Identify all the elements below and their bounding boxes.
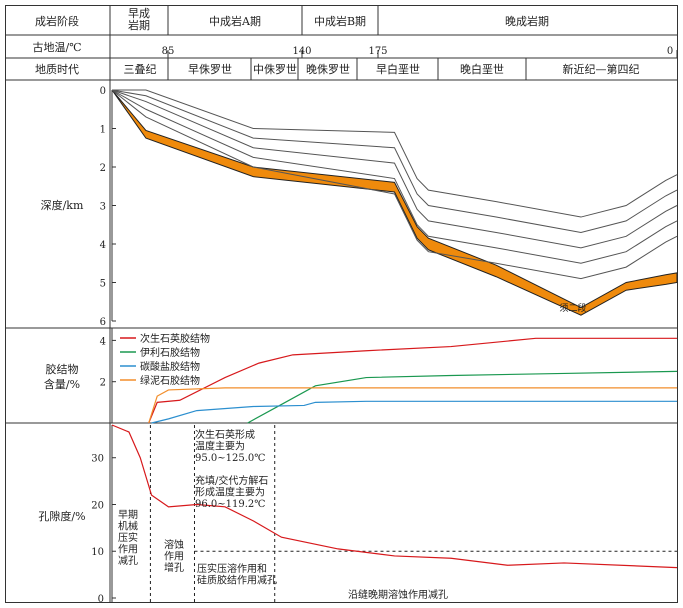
row-label-period: 地质时代 xyxy=(35,63,79,76)
target-layer-band xyxy=(111,89,678,316)
temp-85: 85 xyxy=(162,46,175,57)
stage-middle-a: 中成岩A期 xyxy=(209,14,261,28)
cement-series-line xyxy=(247,370,678,424)
legend-label: 伊利石胶结物 xyxy=(140,346,200,359)
depth-axis-label: 深度/km xyxy=(41,198,84,212)
cement-series-line xyxy=(151,400,677,424)
burial-horizon-line xyxy=(111,89,678,249)
burial-horizon-line xyxy=(111,89,678,280)
depth-tick-label: 3 xyxy=(100,202,106,213)
period-late-cretaceous: 晚白垩世 xyxy=(460,62,504,76)
porosity-line xyxy=(111,424,678,569)
porosity-axis-label: 孔隙度/% xyxy=(38,509,85,523)
burial-history-plot: 0 1 2 3 4 5 6 须二段 xyxy=(100,86,678,328)
period-middle-jurassic: 中侏罗世 xyxy=(253,63,297,76)
legend-label: 次生石英胶结物 xyxy=(140,332,210,345)
depth-tick-label: 6 xyxy=(100,317,106,328)
cement-tick-label: 4 xyxy=(100,336,106,347)
depth-tick-label: 2 xyxy=(100,163,106,174)
legend-label: 绿泥石胶结物 xyxy=(140,374,200,387)
porosity-annotation: 沿缝晚期溶蚀作用减孔 xyxy=(348,588,448,601)
period-early-jurassic: 早侏罗世 xyxy=(188,63,232,76)
period-late-jurassic: 晚侏罗世 xyxy=(306,63,350,76)
temp-0: 0 xyxy=(667,46,673,57)
depth-tick-label: 0 xyxy=(100,86,106,97)
porosity-tick-label: 10 xyxy=(91,547,104,558)
porosity-tick-label: 20 xyxy=(91,500,104,511)
depth-tick-label: 5 xyxy=(100,279,106,290)
stage-middle-b: 中成岩B期 xyxy=(314,14,366,28)
burial-horizon-line xyxy=(111,89,678,264)
row-label-temperature: 古地温/℃ xyxy=(32,41,81,54)
outer-frame xyxy=(5,5,678,603)
period-early-cretaceous: 早白垩世 xyxy=(376,62,420,76)
porosity-annotation: 溶蚀作用增孔 xyxy=(164,538,184,574)
burial-horizon-line xyxy=(111,89,678,233)
temp-140: 140 xyxy=(292,46,311,57)
cement-series-line xyxy=(148,387,677,424)
porosity-annotation: 压实压溶作用和硅质胶结作用减孔 xyxy=(197,562,277,587)
stage-early: 早成岩期 xyxy=(128,7,150,32)
porosity-tick-label: 30 xyxy=(91,454,104,465)
porosity-tick-label: 0 xyxy=(98,594,104,605)
temp-175: 175 xyxy=(368,46,387,57)
depth-tick-label: 4 xyxy=(100,240,106,251)
cement-tick-label: 2 xyxy=(100,378,106,389)
burial-horizon-line xyxy=(112,89,678,218)
legend-label: 碳酸盐胶结物 xyxy=(140,360,200,373)
row-label-stage: 成岩阶段 xyxy=(35,14,79,28)
cement-axis-label: 胶结物含量/% xyxy=(44,362,80,391)
target-layer-label: 须二段 xyxy=(559,302,586,314)
stage-late: 晚成岩期 xyxy=(505,14,549,28)
period-triassic: 三叠纪 xyxy=(124,63,157,76)
cement-series-line xyxy=(148,337,677,424)
period-neogene-quaternary: 新近纪—第四纪 xyxy=(563,62,640,76)
depth-tick-label: 1 xyxy=(100,125,106,136)
porosity-annotation: 早期机械压实作用减孔 xyxy=(118,509,138,567)
